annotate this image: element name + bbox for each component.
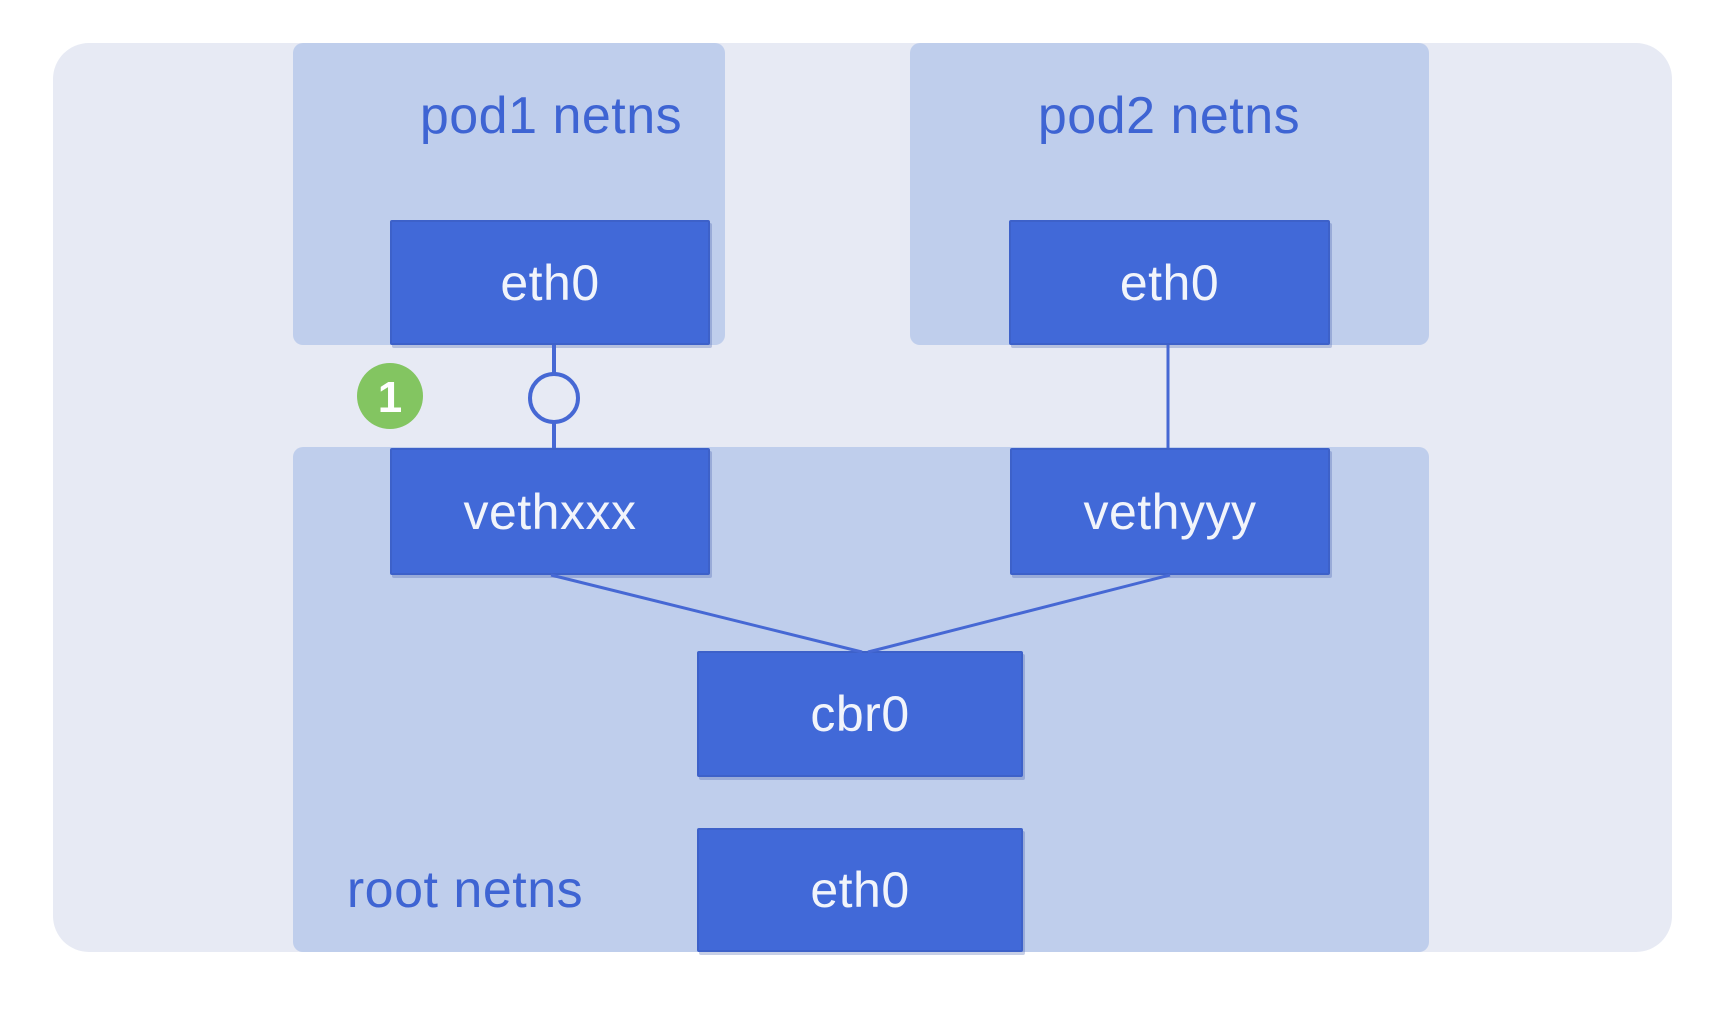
vethxxx-label: vethxxx [463, 483, 637, 540]
cbr0-label: cbr0 [810, 686, 910, 742]
pod1-eth0-box: eth0 [390, 220, 710, 345]
root-netns-label: root netns [346, 861, 584, 919]
pod2-netns-label: pod2 netns [1037, 87, 1301, 145]
vethxxx-box: vethxxx [390, 448, 710, 575]
cbr0-bridge-box: cbr0 [697, 651, 1023, 777]
pod2-eth0-label: eth0 [1119, 254, 1220, 311]
vethyyy-label: vethyyy [1083, 483, 1257, 540]
pod2-eth0-box: eth0 [1009, 220, 1330, 345]
vethyyy-box: vethyyy [1010, 448, 1330, 575]
pod1-eth0-label: eth0 [500, 254, 600, 311]
root-eth0-label: eth0 [810, 862, 910, 918]
root-eth0-box: eth0 [697, 828, 1023, 952]
pod1-netns-label: pod1 netns [419, 87, 683, 145]
